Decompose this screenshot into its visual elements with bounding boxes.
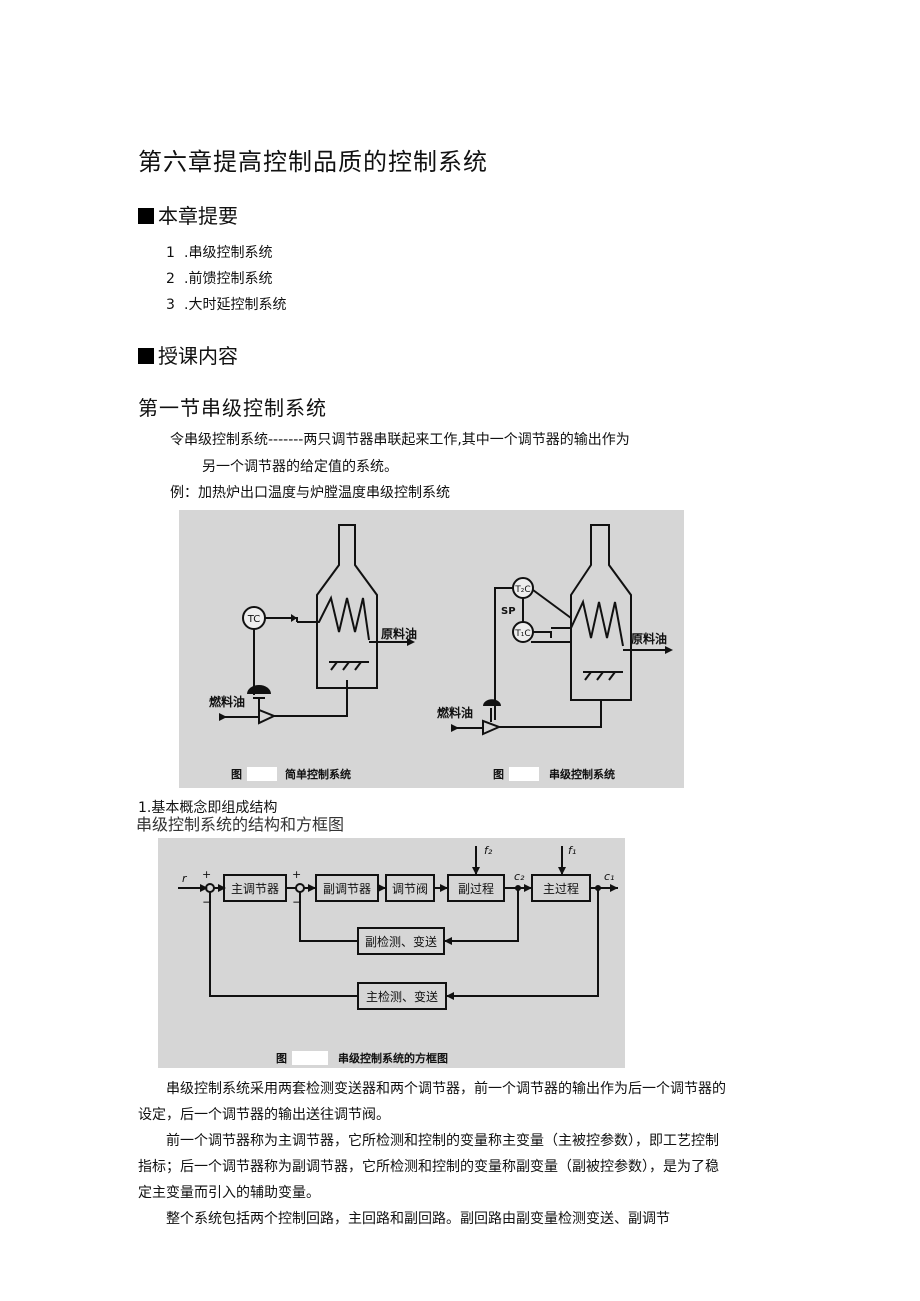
block-diagram-heading: 串级控制系统的结构和方框图 — [136, 815, 345, 834]
t2c-label: T₂C — [514, 585, 530, 595]
right-fuel-label: 燃料油 — [437, 705, 473, 720]
definition-line-1: 令串级控制系统-------两只调节器串联起来工作,其中一个调节器的输出作为 — [170, 432, 630, 448]
section-title: 第一节串级控制系统 — [138, 396, 327, 420]
summary-item-text: .串级控制系统 — [184, 245, 273, 261]
square-bullet-icon — [138, 348, 154, 364]
right-caption-prefix: 图 — [493, 768, 504, 781]
sub-controller-block: 副调节器 — [323, 882, 371, 896]
diagram-caption: 串级控制系统的方框图 — [338, 1051, 448, 1065]
minus-sign-1: − — [202, 895, 212, 909]
plus-sign-1: + — [202, 868, 211, 881]
sp-label: SP — [501, 606, 516, 617]
main-sensor-block: 主检测、变送 — [366, 989, 438, 1004]
output-c1-label: c₁ — [604, 870, 614, 883]
summary-item: 1 .串级控制系统 — [166, 242, 272, 262]
summary-item-number: 3 — [166, 297, 175, 313]
square-bullet-icon — [138, 208, 154, 224]
summary-item: 2 .前馈控制系统 — [166, 268, 272, 288]
left-caption: 简单控制系统 — [285, 767, 351, 781]
main-controller-block: 主调节器 — [231, 882, 279, 896]
furnace-figure: TC 原料油 燃料油 图 简单控制系统 T₂C T₁C SP 原料油 燃料油 图… — [179, 510, 684, 788]
summary-item-text: .前馈控制系统 — [184, 271, 273, 287]
t1c-label: T₁C — [514, 629, 530, 639]
right-caption: 串级控制系统 — [549, 767, 615, 781]
summary-item-text: .大时延控制系统 — [184, 297, 287, 313]
output-c2-label: c₂ — [514, 870, 525, 883]
diagram-caption-prefix: 图 — [276, 1052, 287, 1065]
content-heading-text: 授课内容 — [158, 344, 238, 368]
block-diagram: 主调节器 副调节器 调节阀 副过程 主过程 副检测、变送 主检测、变送 r + … — [158, 838, 625, 1068]
summary-item-number: 1 — [166, 245, 175, 261]
tc-label: TC — [247, 614, 261, 625]
disturbance-f1-label: f₁ — [568, 844, 576, 857]
paragraph: 串级控制系统采用两套检测变送器和两个调节器，前一个调节器的输出作为后一个调节器的… — [138, 1081, 726, 1123]
chapter-title: 第六章提高控制品质的控制系统 — [138, 148, 488, 176]
left-fuel-label: 燃料油 — [209, 694, 245, 709]
disturbance-f2-label: f₂ — [484, 844, 493, 857]
setpoint-r-label: r — [182, 872, 188, 885]
summary-heading-text: 本章提要 — [158, 204, 238, 228]
minus-sign-2: − — [292, 895, 302, 909]
plus-sign-2: + — [292, 868, 301, 881]
basic-concept-label: 1.基本概念即组成结构 — [138, 800, 278, 816]
left-product-label: 原料油 — [381, 626, 417, 641]
definition-line-2: 另一个调节器的给定值的系统。 — [202, 459, 398, 475]
content-heading: 授课内容 — [138, 340, 238, 369]
left-caption-prefix: 图 — [231, 768, 242, 781]
sub-process-block: 副过程 — [458, 881, 494, 896]
valve-block: 调节阀 — [392, 882, 428, 896]
paragraph: 整个系统包括两个控制回路，主回路和副回路。副回路由副变量检测变送、副调节 — [166, 1211, 670, 1227]
summary-heading: 本章提要 — [138, 200, 238, 229]
summary-item: 3 .大时延控制系统 — [166, 294, 286, 314]
sub-sensor-block: 副检测、变送 — [365, 934, 437, 949]
main-process-block: 主过程 — [543, 881, 579, 896]
example-line: 例：加热炉出口温度与炉膛温度串级控制系统 — [170, 485, 450, 501]
right-product-label: 原料油 — [631, 631, 667, 646]
paragraph: 前一个调节器称为主调节器，它所检测和控制的变量称主变量（主被控参数），即工艺控制… — [138, 1133, 719, 1201]
body-paragraphs: 串级控制系统采用两套检测变送器和两个调节器，前一个调节器的输出作为后一个调节器的… — [138, 1076, 730, 1232]
summary-item-number: 2 — [166, 271, 175, 287]
